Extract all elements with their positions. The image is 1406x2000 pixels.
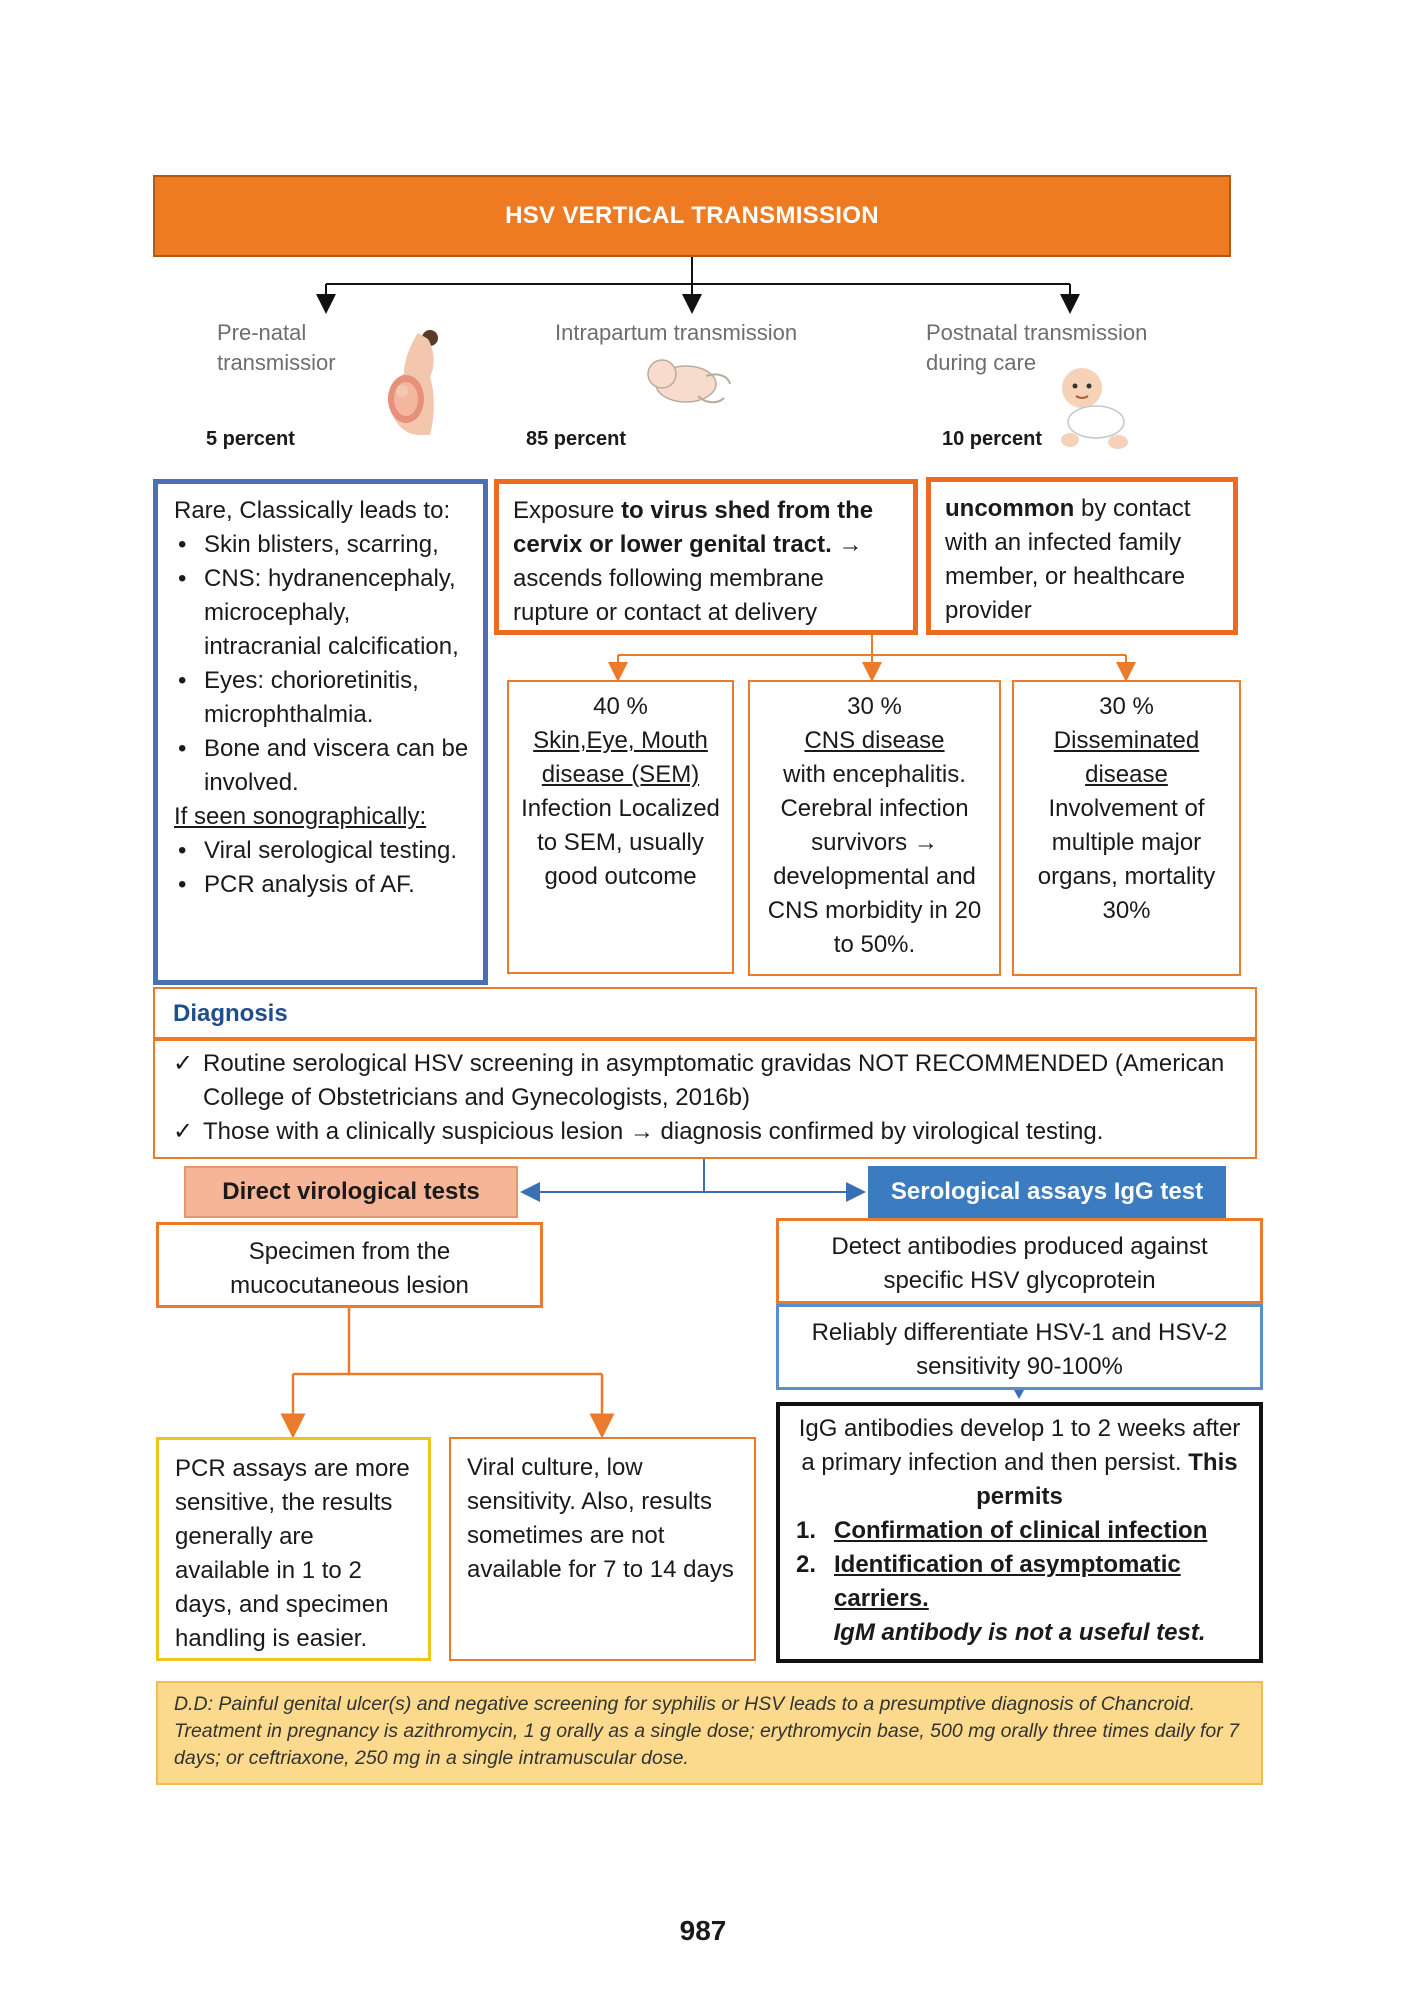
list-number: 2. bbox=[796, 1551, 817, 1578]
route-intrapartum-line1: Intrapartum transmission bbox=[555, 320, 798, 345]
prenatal-bullet: CNS: hydranencephaly, microcephaly, intr… bbox=[174, 562, 471, 664]
detect-antibodies-box: Detect antibodies produced against speci… bbox=[776, 1218, 1263, 1304]
postnatal-text-rest: by contact with an infected family membe… bbox=[945, 495, 1191, 624]
differentiate-text: Reliably differentiate HSV-1 and HSV-2 s… bbox=[811, 1319, 1228, 1380]
pcr-box: PCR assays are more sensitive, the resul… bbox=[156, 1437, 431, 1661]
pregnant-woman-icon bbox=[388, 330, 438, 435]
igm-note: IgM antibody is not a useful test. bbox=[833, 1619, 1206, 1646]
checkmark-icon: ✓ bbox=[173, 1118, 194, 1145]
route-postnatal-line1: Postnatal transmission bbox=[926, 320, 1148, 345]
outcome-branch-lines bbox=[608, 635, 1136, 682]
diagnosis-check-1: Routine serological HSV screening in asy… bbox=[203, 1050, 1225, 1111]
outcome-description: Infection Localized to SEM, usually good… bbox=[521, 795, 720, 890]
differential-diagnosis-note: D.D: Painful genital ulcer(s) and negati… bbox=[156, 1681, 1263, 1785]
list-number: 1. bbox=[796, 1517, 817, 1544]
postnatal-text-bold: uncommon bbox=[945, 495, 1075, 522]
newborn-icon bbox=[647, 359, 731, 404]
prenatal-intro: Rare, Classically leads to: bbox=[174, 497, 451, 524]
igg-intro: IgG antibodies develop 1 to 2 weeks afte… bbox=[798, 1415, 1241, 1476]
diagnosis-heading-box: Diagnosis bbox=[153, 987, 1257, 1039]
serology-down-arrow bbox=[1014, 1390, 1024, 1399]
outcome-percent: 30 % bbox=[847, 693, 902, 720]
page-number: 987 bbox=[679, 1915, 727, 1946]
test-branch-lines bbox=[520, 1158, 866, 1202]
title-branch-lines bbox=[316, 257, 1080, 314]
outcome-box-cns: 30 % CNS disease with encephalitis. Cere… bbox=[748, 680, 1001, 976]
differentiate-box: Reliably differentiate HSV-1 and HSV-2 s… bbox=[776, 1304, 1263, 1390]
prenatal-sono-bullet: PCR analysis of AF. bbox=[174, 868, 471, 902]
prenatal-sono-bullets: Viral serological testing. PCR analysis … bbox=[174, 834, 471, 902]
route-prenatal-percent: 5 percent bbox=[206, 428, 295, 450]
specimen-text: Specimen from the mucocutaneous lesion bbox=[230, 1238, 469, 1299]
igg-box: IgG antibodies develop 1 to 2 weeks afte… bbox=[776, 1402, 1263, 1663]
diagnosis-body-box: ✓ Routine serological HSV screening in a… bbox=[153, 1039, 1257, 1159]
diagnosis-check-2: Those with a clinically suspicious lesio… bbox=[203, 1118, 1104, 1145]
intrapartum-text-3: → ascends following membrane rupture or … bbox=[513, 531, 863, 626]
diagnosis-heading: Diagnosis bbox=[173, 1000, 288, 1027]
igg-permits: This permits bbox=[976, 1449, 1238, 1510]
prenatal-bullet: Bone and viscera can be involved. bbox=[174, 732, 471, 800]
outcome-description: with encephalitis. Cerebral infection su… bbox=[767, 761, 982, 958]
intrapartum-box: Exposure to virus shed from the cervix o… bbox=[494, 479, 918, 635]
diagram-title: HSV VERTICAL TRANSMISSION bbox=[153, 175, 1231, 257]
prenatal-box: Rare, Classically leads to: Skin blister… bbox=[153, 479, 488, 985]
outcome-description: Involvement of multiple major organs, mo… bbox=[1037, 795, 1216, 924]
outcome-percent: 30 % bbox=[1099, 693, 1154, 720]
outcome-box-sem: 40 % Skin,Eye, Mouth disease (SEM) Infec… bbox=[507, 680, 734, 974]
outcome-title: Disseminated disease bbox=[1053, 727, 1200, 788]
route-prenatal-line2: transmissior bbox=[217, 350, 336, 375]
outcome-title: CNS disease bbox=[804, 727, 945, 754]
specimen-branch-lines bbox=[280, 1308, 615, 1439]
route-intrapartum-percent: 85 percent bbox=[526, 428, 627, 450]
route-prenatal-line1: Pre-natal bbox=[217, 320, 307, 345]
igg-item-1: Confirmation of clinical infection bbox=[834, 1517, 1208, 1544]
pcr-text: PCR assays are more sensitive, the resul… bbox=[175, 1455, 410, 1652]
route-postnatal-label: Postnatal transmission during care bbox=[926, 318, 1186, 378]
route-prenatal-label: Pre-natal transmissior bbox=[217, 318, 387, 378]
checkmark-icon: ✓ bbox=[173, 1050, 194, 1077]
prenatal-bullet: Eyes: chorioretinitis, microphthalmia. bbox=[174, 664, 471, 732]
prenatal-sono-bullet: Viral serological testing. bbox=[174, 834, 471, 868]
detect-antibodies-text: Detect antibodies produced against speci… bbox=[831, 1233, 1208, 1294]
postnatal-box: uncommon by contact with an infected fam… bbox=[926, 477, 1238, 635]
viral-culture-text: Viral culture, low sensitivity. Also, re… bbox=[467, 1454, 734, 1583]
igg-item-2: Identification of asymptomatic carriers. bbox=[834, 1551, 1181, 1612]
specimen-box: Specimen from the mucocutaneous lesion bbox=[156, 1222, 543, 1308]
outcome-percent: 40 % bbox=[593, 693, 648, 720]
outcome-box-disseminated: 30 % Disseminated disease Involvement of… bbox=[1012, 680, 1241, 976]
route-intrapartum-label: Intrapartum transmission bbox=[555, 318, 835, 348]
viral-culture-box: Viral culture, low sensitivity. Also, re… bbox=[449, 1437, 756, 1661]
prenatal-bullets: Skin blisters, scarring, CNS: hydranence… bbox=[174, 528, 471, 800]
intrapartum-text-1: Exposure bbox=[513, 497, 622, 524]
prenatal-sono-heading: If seen sonographically: bbox=[174, 803, 427, 830]
route-postnatal-line2: during care bbox=[926, 350, 1037, 375]
route-postnatal-percent: 10 percent bbox=[942, 428, 1043, 450]
crawling-baby-icon bbox=[1061, 368, 1128, 449]
direct-virological-tests-label: Direct virological tests bbox=[184, 1166, 518, 1218]
serological-assays-label: Serological assays IgG test bbox=[868, 1166, 1226, 1218]
prenatal-bullet: Skin blisters, scarring, bbox=[174, 528, 471, 562]
intrapartum-text-bold: to virus shed from the cervix or lower g… bbox=[513, 497, 874, 558]
outcome-title: Skin,Eye, Mouth disease (SEM) bbox=[533, 727, 708, 788]
